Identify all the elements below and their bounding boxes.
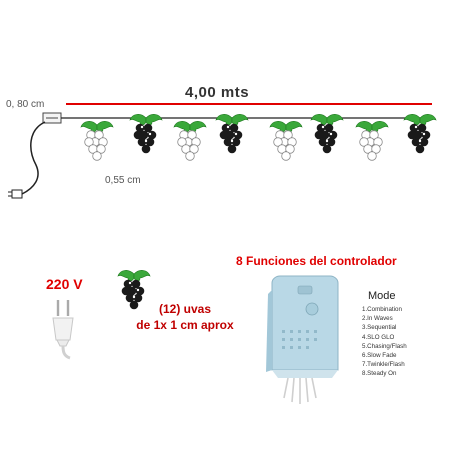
grape-count-line1: (12) uvas: [158, 302, 212, 316]
length-label: 4,00 mts: [185, 84, 250, 101]
controller-cables: [283, 377, 317, 404]
mode-list: 1.Combination 2.In Waves 3.Sequential 4.…: [362, 305, 407, 379]
voltage-label: 220 V: [46, 276, 83, 292]
mode-item: 2.In Waves: [362, 315, 393, 323]
grape-cluster-5: [269, 121, 303, 161]
mode-item: 6.Slow Fade: [362, 352, 397, 360]
controller-functions-title: 8 Funciones del controlador: [236, 254, 397, 268]
grape-cluster-3: [173, 121, 207, 161]
grape-cluster-6: [310, 114, 344, 154]
lead-length-label: 0, 80 cm: [6, 99, 45, 110]
grape-count-line2: de 1x 1 cm aprox: [136, 318, 234, 332]
mode-item: 8.Steady On: [362, 370, 397, 378]
mode-heading: Mode: [368, 290, 396, 302]
mode-item: 3.Sequential: [362, 324, 397, 332]
lead-plug-icon: [8, 189, 23, 199]
lead-cable: [21, 121, 46, 195]
mode-item: 7.Twinkle/Flash: [362, 361, 405, 369]
controller-box: [266, 275, 339, 378]
wall-plug-icon: [52, 300, 74, 360]
grape-count-note: (12) uvas de 1x 1 cm aprox: [130, 301, 240, 333]
grape-cluster-1: [80, 121, 114, 161]
spacing-label: 0,55 cm: [105, 175, 141, 186]
mode-item: 1.Combination: [362, 306, 402, 313]
mode-item: 5.Chasing/Flash: [362, 342, 407, 350]
mode-item: 4.SLO GLO: [362, 333, 395, 341]
grape-cluster-8: [403, 114, 437, 154]
grape-cluster-2: [129, 114, 163, 154]
grape-cluster-4: [215, 114, 249, 154]
grape-cluster-7: [355, 121, 389, 161]
